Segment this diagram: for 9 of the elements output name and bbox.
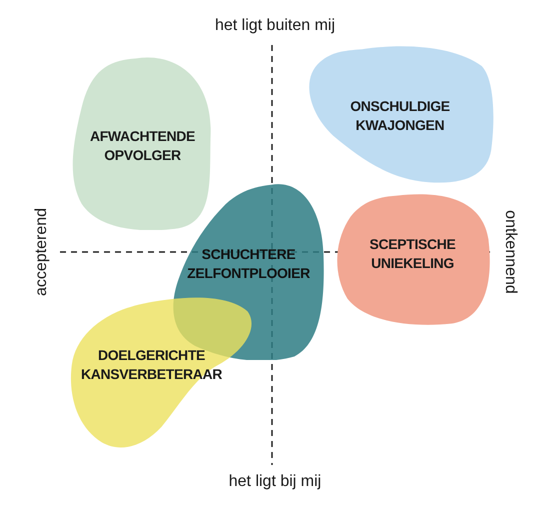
blob-label: SCEPTISCHE UNIEKELING: [368, 235, 456, 273]
axis-label: het ligt bij mij: [228, 472, 322, 492]
blob-shape: [335, 193, 490, 325]
axis-label: het ligt buiten mij: [214, 16, 336, 36]
blob-label: AFWACHTENDE OPVOLGER: [88, 127, 196, 165]
axis-label: ontkennend: [501, 210, 520, 294]
axis-label: accepterend: [32, 208, 51, 296]
blob-label: SCHUCHTERE ZELFONTPLOOIER: [186, 245, 311, 283]
blob-label: ONSCHULDIGE KWAJONGEN: [349, 97, 451, 135]
